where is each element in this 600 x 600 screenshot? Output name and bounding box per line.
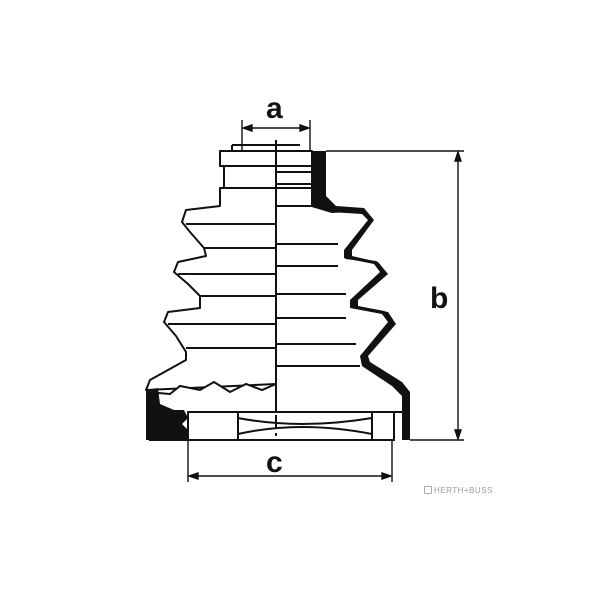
- dimension-label-a: a: [266, 92, 283, 125]
- dim-c-arrow-right: [381, 472, 394, 480]
- boot-right-wall: [312, 151, 410, 440]
- dim-b-arrow-bottom: [454, 429, 462, 442]
- dim-a-arrow-left: [240, 124, 253, 132]
- neck-collar-right: [312, 151, 326, 199]
- dimension-label-b: b: [430, 282, 449, 315]
- dim-a-arrow-right: [299, 124, 312, 132]
- boot-left-outline: [145, 150, 277, 391]
- dim-b-arrow-top: [454, 149, 462, 162]
- brand-logo-icon: [424, 486, 432, 494]
- dim-c-arrow-left: [186, 472, 199, 480]
- collar-cross: [237, 417, 373, 435]
- boot-left-wall: [146, 388, 188, 440]
- brand-watermark-text: HERTH+BUSS: [434, 486, 493, 495]
- dimension-label-c: c: [266, 446, 283, 479]
- brand-watermark: HERTH+BUSS: [424, 486, 493, 495]
- bottom-collar: [187, 411, 395, 441]
